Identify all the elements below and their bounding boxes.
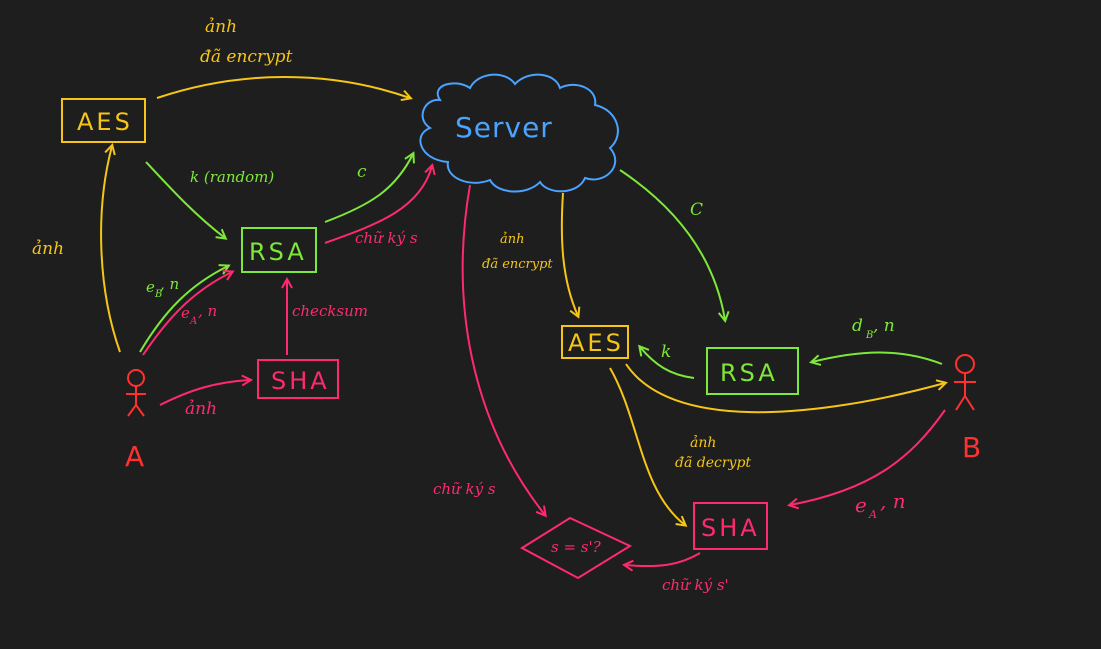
label-chu-ky-s-mid: chữ ký s — [433, 480, 496, 498]
label-eb-n: e B , n — [146, 275, 179, 300]
svg-text:, n: , n — [873, 316, 895, 336]
arrow-aes-b-to-sha-b — [609, 367, 685, 525]
sha-label-a: SHA — [271, 367, 330, 395]
arrow-b-to-rsa-b — [812, 351, 943, 365]
arrow-a-to-rsa-eb — [139, 266, 228, 353]
label-decrypt-anh: ảnh — [690, 434, 716, 451]
aes-box-b — [561, 325, 629, 359]
label-chu-ky-s-prime: chữ ký s' — [662, 576, 729, 594]
label-ea-n-left: e A , n — [181, 302, 217, 327]
arrow-sha-b-to-compare — [625, 552, 701, 566]
compare-label: s = s'? — [551, 538, 602, 556]
arrow-rsa-to-server-s — [324, 166, 432, 244]
arrow-server-to-rsa-b — [619, 169, 725, 320]
arrow-server-to-aes-b — [560, 192, 578, 316]
label-ea-n-right: e A , n — [855, 489, 906, 521]
label-c-right: C — [690, 200, 703, 220]
sha-box-b — [693, 502, 768, 550]
svg-text:, n: , n — [880, 489, 906, 513]
arrow-aes-b-to-b — [625, 363, 945, 414]
arrow-a-to-aes — [100, 146, 121, 353]
arrow-aes-to-rsa — [145, 161, 225, 238]
arrow-server-to-compare — [461, 184, 545, 515]
compare-diamond — [520, 516, 633, 580]
svg-text:d: d — [852, 316, 863, 336]
server-label: Server — [455, 111, 553, 144]
actor-a-figure — [126, 369, 146, 417]
label-c-left: c — [357, 162, 367, 182]
arrow-aes-to-server — [156, 76, 410, 98]
actor-b-figure — [954, 354, 976, 411]
aes-box-a — [61, 98, 146, 143]
arrow-rsa-b-to-aes-b — [640, 347, 695, 379]
rsa-label-b: RSA — [720, 359, 778, 387]
rsa-box-a — [241, 227, 317, 273]
arrow-a-to-sha — [159, 380, 250, 406]
server-cloud — [419, 73, 619, 193]
svg-text:e: e — [855, 493, 867, 517]
label-chu-ky-s-left: chữ ký s — [355, 229, 418, 247]
label-anh-bottom: ảnh — [185, 399, 217, 419]
svg-text:e: e — [146, 278, 155, 296]
label-checksum: checksum — [292, 302, 368, 320]
label-k-random: k (random) — [190, 168, 274, 186]
arrow-b-to-sha-b — [790, 409, 946, 505]
sha-box-a — [257, 359, 339, 399]
svg-text:, n: , n — [198, 302, 217, 320]
arrow-rsa-to-server-c — [324, 154, 413, 223]
label-k-right: k — [661, 342, 671, 362]
svg-text:, n: , n — [160, 275, 179, 293]
label-top-anh: ảnh — [205, 17, 237, 37]
sha-label-b: SHA — [701, 514, 760, 542]
label-mid-encrypt: đã encrypt — [482, 257, 553, 272]
label-anh-left: ảnh — [32, 239, 64, 259]
actor-b-label: B — [962, 431, 981, 464]
svg-text:A: A — [189, 316, 197, 327]
svg-text:B: B — [154, 289, 162, 300]
aes-label-a: AES — [77, 108, 133, 136]
label-db-n: d B , n — [852, 316, 895, 341]
label-decrypt-text: đã decrypt — [675, 455, 751, 471]
svg-text:A: A — [868, 508, 877, 521]
rsa-box-b — [706, 347, 799, 395]
label-mid-anh: ảnh — [500, 232, 525, 247]
rsa-label-a: RSA — [249, 238, 307, 266]
label-top-encrypt: đã encrypt — [200, 47, 293, 67]
svg-text:e: e — [181, 304, 190, 322]
svg-text:B: B — [865, 330, 873, 341]
aes-label-b: AES — [568, 329, 624, 357]
actor-a-label: A — [125, 440, 144, 473]
arrow-a-to-rsa-ea — [142, 272, 232, 356]
